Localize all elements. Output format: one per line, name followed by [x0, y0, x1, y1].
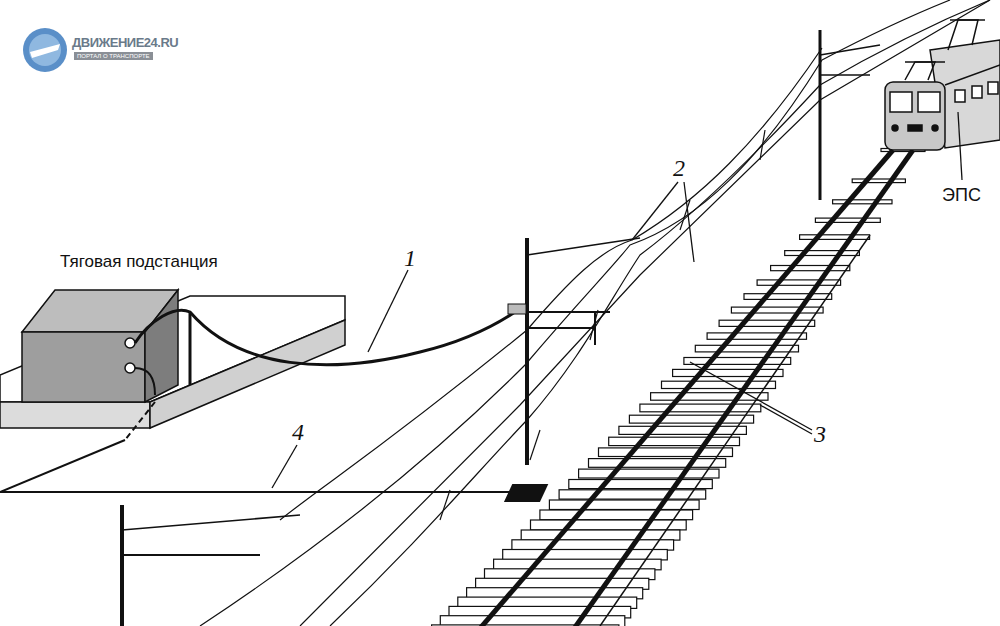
sleeper	[757, 280, 841, 285]
sleeper	[695, 345, 798, 352]
sleeper	[744, 294, 832, 300]
sleeper	[521, 530, 680, 540]
sleeper	[503, 550, 668, 560]
watermark: ПОРТАЛ О ТРАНСПОРТЕ	[74, 52, 153, 60]
callout-number: 2	[673, 156, 685, 180]
sleeper	[512, 540, 674, 550]
callout-number: 3	[814, 422, 826, 446]
sleeper	[629, 415, 753, 423]
node-heading: Тяговая подстанция	[60, 252, 218, 272]
callout-number: 1	[404, 246, 416, 270]
rail	[470, 150, 893, 626]
sleeper	[640, 404, 761, 412]
sleeper	[771, 266, 850, 271]
sleeper	[540, 510, 693, 520]
watermark: ДВИЖЕНИЕ24.RU	[72, 36, 178, 49]
sleeper	[619, 426, 747, 434]
rail-connector	[504, 484, 548, 502]
sleeper	[731, 307, 823, 313]
sleeper	[432, 625, 619, 626]
sleeper	[549, 500, 699, 510]
sleeper	[852, 179, 905, 183]
leader-lines	[272, 112, 962, 488]
substation-building	[22, 290, 178, 402]
logo	[23, 28, 67, 72]
sleeper	[785, 251, 860, 256]
part-label: ЭПС	[942, 186, 981, 204]
sleeper	[833, 200, 892, 204]
return-line	[135, 368, 155, 395]
sleeper	[579, 469, 719, 478]
sleeper	[531, 520, 687, 530]
sleeper	[719, 320, 815, 326]
catenary	[200, 0, 990, 626]
sleeper	[707, 333, 806, 339]
sleeper	[651, 393, 768, 401]
feeder-line	[135, 310, 515, 365]
railway-track	[423, 149, 925, 626]
substation-node: Тяговая подстанция	[60, 252, 218, 272]
sleeper	[609, 437, 740, 445]
sleeper	[599, 448, 733, 457]
sleeper	[673, 369, 783, 376]
sleeper	[800, 235, 870, 240]
catenary-poles	[122, 30, 880, 626]
sleeper	[589, 459, 726, 468]
sleeper	[815, 218, 880, 222]
callout-number: 4	[292, 420, 304, 444]
electric-train	[885, 20, 1000, 150]
sleeper	[559, 490, 706, 499]
sleeper	[569, 480, 713, 489]
sleeper	[684, 358, 791, 365]
sleeper	[662, 381, 776, 388]
rail	[566, 150, 913, 626]
